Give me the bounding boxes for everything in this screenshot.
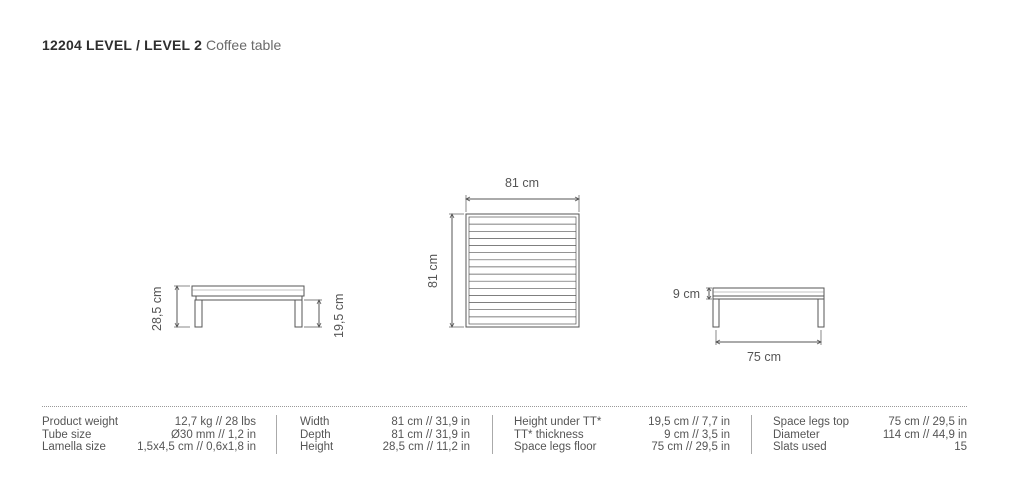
spec-value: 28,5 cm // 11,2 in (382, 441, 470, 453)
product-code: 12204 LEVEL / LEVEL 2 (42, 37, 203, 53)
spec-value: 114 cm // 44,9 in (882, 428, 967, 441)
spec-value: 81 cm // 31,9 in (391, 428, 470, 441)
spec-value: 1,5x4,5 cm // 0,6x1,8 in (137, 441, 256, 453)
top-view (449, 195, 580, 328)
front-view (706, 287, 825, 345)
side-height-label: 28,5 cm (150, 287, 164, 331)
spec-row: Space legs floor 75 cm // 29,5 in (514, 441, 730, 454)
spec-value: 75 cm // 29,5 in (888, 416, 967, 428)
spec-label: Space legs floor (514, 441, 597, 453)
spec-value: Ø30 mm // 1,2 in (170, 428, 256, 441)
spec-value: 12,7 kg // 28 lbs (174, 416, 256, 428)
spec-row: Lamella size 1,5x4,5 cm // 0,6x1,8 in (42, 441, 256, 454)
column-separator (492, 415, 493, 454)
spec-value: 19,5 cm // 7,7 in (648, 416, 730, 428)
spec-row: Slats used 15 (773, 441, 967, 454)
spec-row: Height 28,5 cm // 11,2 in (300, 441, 470, 454)
spec-label: Depth (300, 428, 331, 441)
spec-row: Diameter 114 cm // 44,9 in (773, 429, 967, 442)
column-separator (276, 415, 277, 454)
spec-label: Height (300, 441, 334, 453)
spec-label: Width (300, 416, 330, 428)
spec-label: TT* thickness (514, 428, 584, 441)
top-depth-label: 81 cm (426, 254, 440, 288)
spec-row: Tube size Ø30 mm // 1,2 in (42, 429, 256, 442)
spec-value: 9 cm // 3,5 in (664, 428, 730, 441)
side-view (174, 285, 322, 328)
spec-row: Height under TT* 19,5 cm // 7,7 in (514, 416, 730, 429)
product-title: 12204 LEVEL / LEVEL 2 Coffee table (42, 37, 281, 53)
front-thickness-label: 9 cm (673, 287, 700, 301)
spec-label: Space legs top (773, 416, 850, 428)
front-legs-label: 75 cm (747, 350, 781, 364)
spec-row: Product weight 12,7 kg // 28 lbs (42, 416, 256, 429)
spec-label: Tube size (42, 428, 92, 441)
side-under-height-label: 19,5 cm (332, 294, 346, 338)
spec-label: Diameter (773, 428, 820, 441)
spec-column-3: Height under TT* 19,5 cm // 7,7 in TT* th… (514, 416, 730, 454)
product-subtitle: Coffee table (205, 37, 282, 53)
spec-value: 15 (954, 441, 967, 453)
column-separator (751, 415, 752, 454)
spec-row: Width 81 cm // 31,9 in (300, 416, 470, 429)
top-width-label: 81 cm (505, 176, 539, 190)
spec-label: Slats used (773, 441, 827, 453)
spec-row: TT* thickness 9 cm // 3,5 in (514, 429, 730, 442)
spec-table: Product weight 12,7 kg // 28 lbs Tube siz… (42, 406, 967, 456)
spec-label: Product weight (42, 416, 119, 428)
spec-value: 75 cm // 29,5 in (651, 441, 730, 453)
spec-column-1: Product weight 12,7 kg // 28 lbs Tube siz… (42, 416, 256, 454)
spec-label: Lamella size (42, 441, 106, 453)
spec-label: Height under TT* (514, 416, 602, 428)
spec-row: Depth 81 cm // 31,9 in (300, 429, 470, 442)
spec-value: 81 cm // 31,9 in (391, 416, 470, 428)
spec-row: Space legs top 75 cm // 29,5 in (773, 416, 967, 429)
spec-column-4: Space legs top 75 cm // 29,5 in Diameter 1… (773, 416, 967, 454)
spec-column-2: Width 81 cm // 31,9 in Depth 81 cm // 31,9… (300, 416, 470, 454)
spec-divider (42, 406, 967, 407)
